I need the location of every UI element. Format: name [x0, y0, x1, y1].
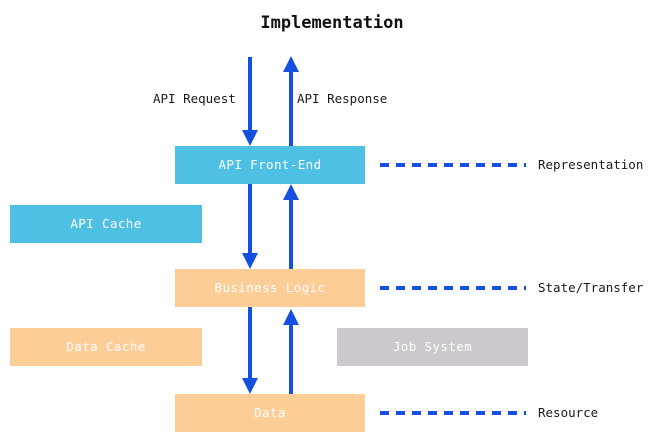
node-data[interactable]: Data — [175, 394, 365, 432]
annotation-state-transfer: State/Transfer — [380, 281, 643, 295]
node-label-api-front-end: API Front-End — [218, 156, 322, 172]
node-job-system[interactable]: Job System — [337, 328, 528, 366]
annotation-representation: Representation — [380, 158, 643, 172]
page-title: Implementation — [260, 13, 404, 33]
node-business-logic[interactable]: Business Logic — [175, 269, 365, 307]
arrow-api-request — [242, 57, 258, 146]
node-label-data: Data — [254, 404, 286, 420]
node-label-data-cache: Data Cache — [66, 338, 146, 354]
annotation-resource: Resource — [380, 406, 598, 420]
annotation-label-resource: Resource — [538, 404, 599, 420]
arrow-frontend-to-logic — [242, 184, 258, 269]
arrow-logic-to-data — [242, 307, 258, 394]
node-label-job-system: Job System — [392, 338, 473, 354]
dashed-connector-icon — [380, 286, 526, 290]
edge-label-api-response: API Response — [297, 91, 388, 106]
arrow-logic-to-frontend — [283, 184, 299, 269]
arrow-data-to-logic — [283, 309, 299, 394]
node-api-cache[interactable]: API Cache — [10, 205, 202, 243]
annotation-label-state-transfer: State/Transfer — [538, 279, 644, 295]
node-label-business-logic: Business Logic — [214, 279, 326, 295]
edge-label-api-request: API Request — [153, 91, 236, 106]
dashed-connector-icon — [380, 163, 526, 167]
annotation-label-representation: Representation — [538, 156, 644, 172]
node-api-front-end[interactable]: API Front-End — [175, 146, 365, 184]
dashed-connector-icon — [380, 411, 526, 415]
node-label-api-cache: API Cache — [70, 215, 142, 231]
node-data-cache[interactable]: Data Cache — [10, 328, 202, 366]
